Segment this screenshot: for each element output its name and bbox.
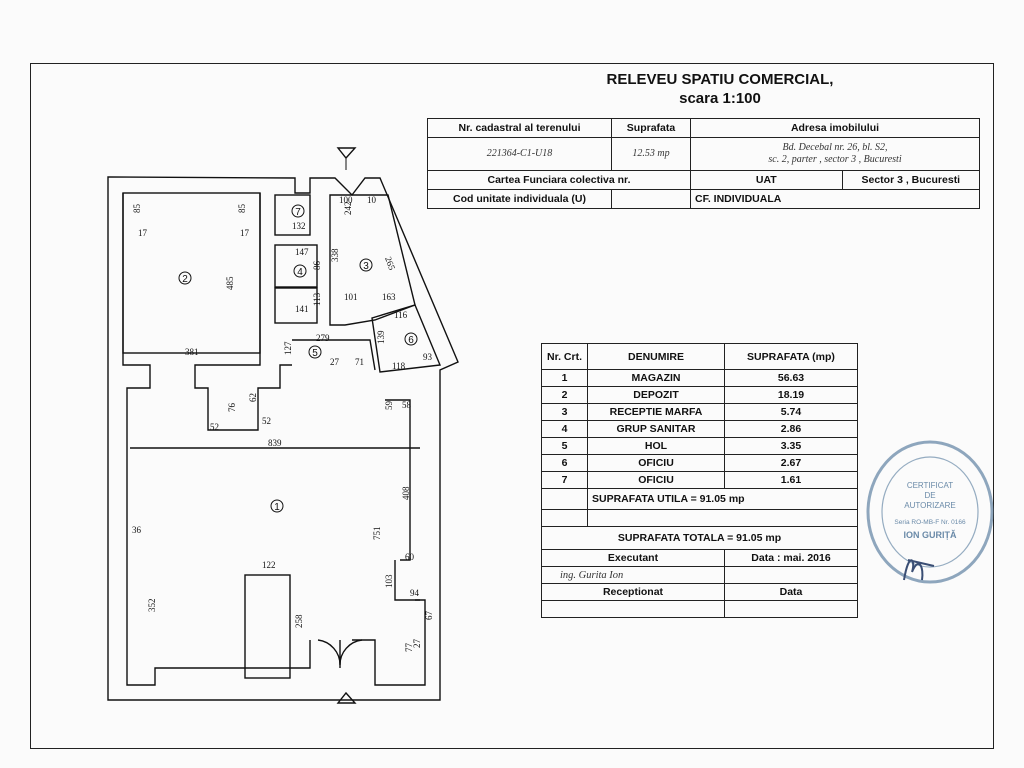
stamp-line-5: ION GURIȚĂ (904, 530, 957, 540)
signature (903, 559, 935, 581)
dim-label: 265 (383, 255, 397, 272)
row-area: 5.74 (724, 403, 858, 421)
dim-label: 242 (343, 202, 353, 216)
dim-label: 86 (312, 261, 322, 271)
stamp-line-4: Seria RO-MB-F Nr. 0166 (894, 519, 966, 526)
room-label-3: 3 (363, 261, 369, 272)
property-info-table: Nr. cadastral al terenului Suprafata Adr… (427, 118, 981, 209)
drawing-title: RELEVEU SPATIU COMERCIAL, scara 1:100 (560, 70, 880, 108)
dim-label: 62 (248, 393, 258, 402)
dim-label: 77 (404, 643, 414, 653)
dim-label: 52 (210, 422, 219, 432)
carte-funciara-label: Cartea Funciara colectiva nr. (427, 170, 691, 190)
dim-label: 141 (295, 304, 309, 314)
dim-label: 147 (295, 247, 309, 257)
cadastral-value: 221364-C1-U18 (427, 137, 612, 171)
dim-label: 101 (344, 292, 358, 302)
entry-arrow-icon (336, 147, 357, 160)
row-name: DEPOZIT (587, 386, 725, 404)
dim-label: 52 (262, 416, 271, 426)
dim-label: 485 (225, 276, 235, 290)
address-line-1: Bd. Decebal nr. 26, bl. S2, (782, 142, 888, 153)
dim-label: 751 (372, 527, 382, 541)
room-label-7: 7 (295, 207, 301, 218)
uat-value: Sector 3 , Bucuresti (841, 170, 981, 190)
col-name-header: DENUMIRE (587, 343, 725, 370)
area-value: 12.53 mp (611, 137, 691, 171)
room-label-2: 2 (182, 274, 188, 285)
dim-label: 17 (240, 228, 250, 238)
dim-label: 94 (410, 588, 420, 598)
dim-label: 17 (138, 228, 148, 238)
dim-label: 338 (330, 248, 340, 262)
dim-label: 36 (132, 525, 142, 535)
address-line-2: sc. 2, parter , sector 3 , Bucuresti (768, 154, 902, 165)
row-name: RECEPTIE MARFA (587, 403, 725, 421)
room-label-5: 5 (312, 348, 318, 359)
stamp-line-2: DE (924, 491, 935, 500)
dim-label: 116 (394, 310, 408, 320)
dim-label: 279 (316, 333, 330, 343)
stamp-line-3: AUTORIZARE (904, 501, 955, 510)
dim-label: 118 (392, 361, 406, 371)
dim-label: 67 (424, 611, 434, 621)
uat-label: UAT (690, 170, 843, 190)
entry-arrow-icon (336, 691, 357, 704)
cf-individuala-label: CF. INDIVIDUALA (690, 189, 980, 209)
dim-label: 27 (412, 639, 422, 649)
dim-label: 127 (283, 341, 293, 355)
dim-label: 103 (384, 574, 394, 588)
dim-label: 163 (382, 292, 396, 302)
dim-label: 122 (262, 560, 276, 570)
dim-label: 93 (423, 352, 433, 362)
dim-label: 85 (132, 204, 142, 214)
room-label-4: 4 (297, 267, 303, 278)
room-label-6: 6 (408, 335, 414, 346)
title-line-2: scara 1:100 (679, 90, 761, 107)
dim-label: 408 (401, 486, 411, 500)
dim-label: 352 (147, 599, 157, 613)
dim-label: 71 (355, 357, 364, 367)
dim-label: 381 (185, 347, 199, 357)
stamp-line-1: CERTIFICAT (907, 481, 953, 490)
drawing-frame (30, 63, 994, 749)
suprafata-totala: SUPRAFATA TOTALA = 91.05 mp (541, 526, 858, 550)
dim-label: 58 (402, 400, 412, 410)
dim-label: 85 (237, 204, 247, 214)
room-label-1: 1 (274, 502, 280, 513)
dim-label: 839 (268, 438, 282, 448)
dim-label: 113 (312, 292, 322, 306)
dim-label: 100 (339, 195, 353, 205)
dim-label: 76 (227, 403, 237, 413)
dim-label: 10 (367, 195, 377, 205)
dim-label: 27 (330, 357, 340, 367)
row-name: MAGAZIN (587, 369, 725, 387)
dim-label: 59 (384, 401, 394, 411)
dim-label: 60 (405, 552, 415, 562)
dim-label: 139 (376, 330, 386, 344)
dim-label: 132 (292, 221, 306, 231)
certification-stamp: CERTIFICAT DE AUTORIZARE Seria RO-MB-F N… (866, 440, 994, 584)
cod-unitate-label: Cod unitate individuala (U) (427, 189, 612, 209)
dim-label: 258 (294, 614, 304, 628)
title-line-1: RELEVEU SPATIU COMERCIAL, (606, 71, 834, 88)
